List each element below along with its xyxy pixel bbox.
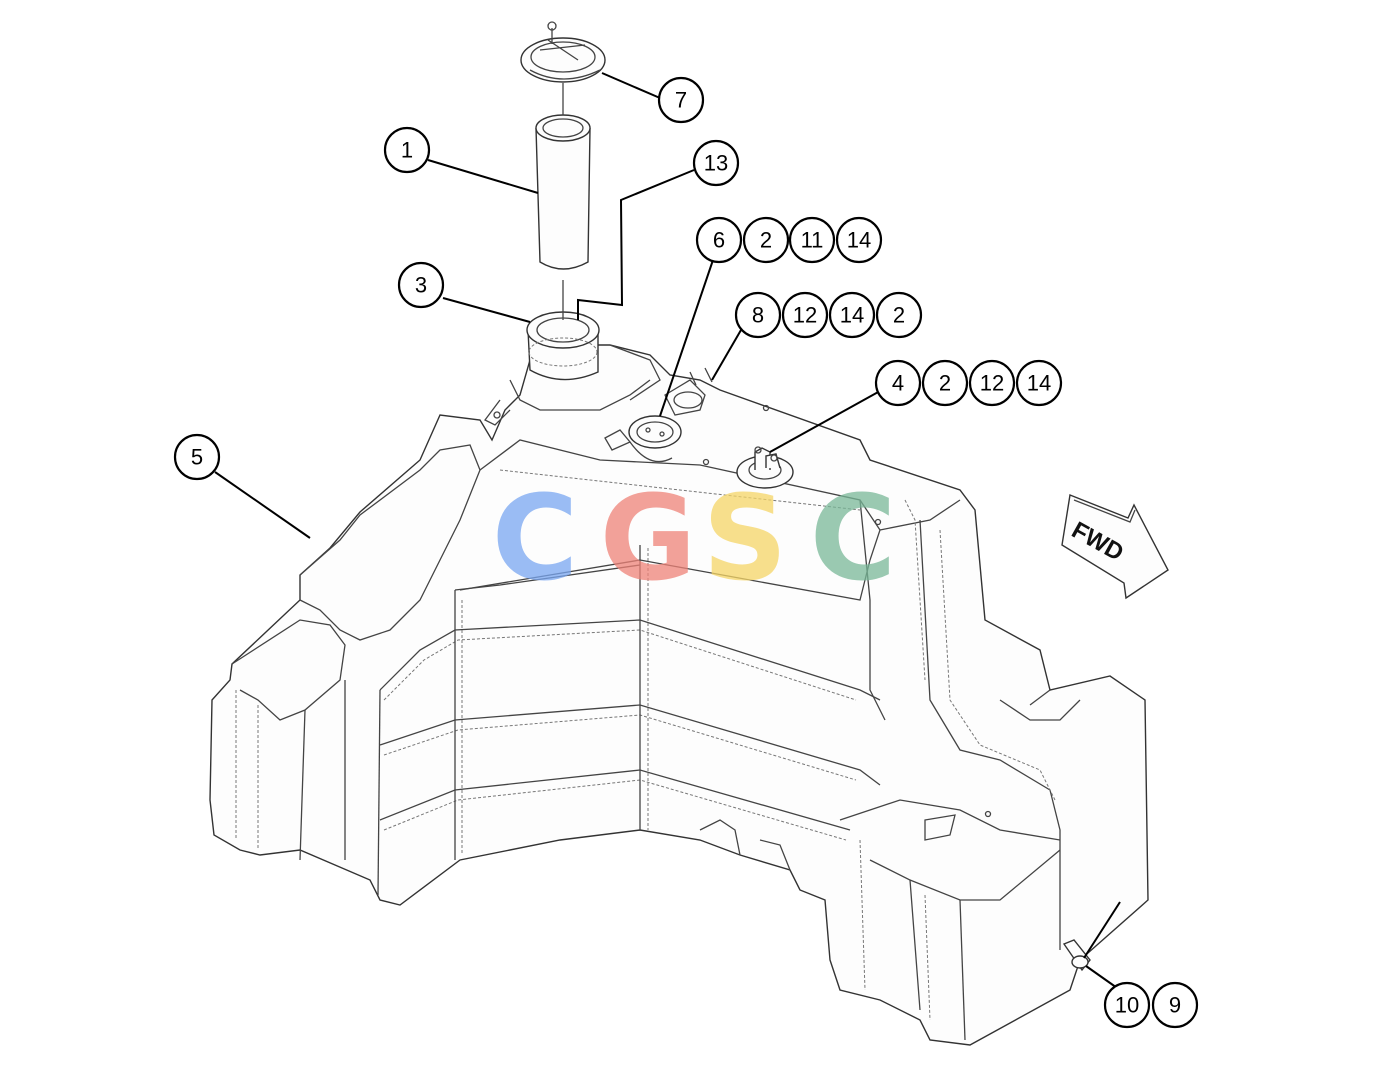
callout-balloon: 12: [968, 359, 1016, 407]
svg-text:11: 11: [801, 228, 824, 253]
callout-balloon: 2: [742, 216, 790, 264]
callout-balloons: 7 1 13 6 2 11 14 3 8 12 14 2 4 2 12 14 5…: [173, 76, 1199, 1029]
watermark-letter: C: [810, 469, 897, 607]
svg-text:3: 3: [415, 273, 427, 298]
callout-balloon: 14: [835, 216, 883, 264]
svg-text:1: 1: [401, 138, 413, 163]
leader-lines: [214, 72, 1121, 991]
callout-balloon: 13: [692, 139, 740, 187]
pump-flange-assembly: [604, 367, 713, 463]
callout-balloon: 5: [173, 433, 221, 481]
watermark-logo: C G S C: [492, 469, 897, 607]
callout-balloon: 14: [828, 291, 876, 339]
callout-balloon: 9: [1151, 981, 1199, 1029]
watermark-letter: S: [703, 469, 788, 607]
svg-text:12: 12: [980, 371, 1004, 396]
svg-text:14: 14: [847, 228, 871, 253]
callout-balloon: 4: [874, 359, 922, 407]
svg-text:14: 14: [840, 303, 864, 328]
svg-text:4: 4: [892, 371, 904, 396]
svg-text:7: 7: [675, 88, 687, 113]
svg-text:12: 12: [793, 303, 817, 328]
forward-direction-arrow: FWD: [1061, 494, 1169, 600]
watermark-letter: C: [492, 469, 579, 607]
callout-balloon: 14: [1015, 359, 1063, 407]
svg-text:5: 5: [191, 445, 203, 470]
svg-text:2: 2: [939, 371, 951, 396]
svg-text:6: 6: [713, 228, 725, 253]
callout-balloon: 2: [875, 291, 923, 339]
fuel-tank-body: [209, 344, 1149, 1046]
svg-text:2: 2: [893, 303, 905, 328]
callout-balloon: 2: [921, 359, 969, 407]
watermark-letter: G: [600, 469, 697, 607]
svg-text:2: 2: [760, 228, 772, 253]
drain-plug-fitting: [1062, 939, 1091, 972]
svg-text:13: 13: [704, 151, 728, 176]
callout-balloon: 6: [695, 216, 743, 264]
callout-balloon: 7: [657, 76, 705, 124]
filler-neck-ring: [526, 311, 600, 381]
svg-text:14: 14: [1027, 371, 1051, 396]
fuel-sender-tube: [535, 114, 591, 270]
svg-text:8: 8: [752, 303, 764, 328]
callout-balloon: 12: [781, 291, 829, 339]
callout-balloon: 3: [397, 261, 445, 309]
svg-text:9: 9: [1169, 993, 1181, 1018]
callout-balloon: 1: [383, 126, 431, 174]
sender-cap-assembly: [520, 21, 606, 83]
svg-text:10: 10: [1115, 993, 1139, 1018]
level-sensor-flange: [736, 446, 794, 489]
callout-balloon: 8: [734, 291, 782, 339]
callout-balloon: 11: [788, 216, 836, 264]
callout-balloon: 10: [1103, 981, 1151, 1029]
